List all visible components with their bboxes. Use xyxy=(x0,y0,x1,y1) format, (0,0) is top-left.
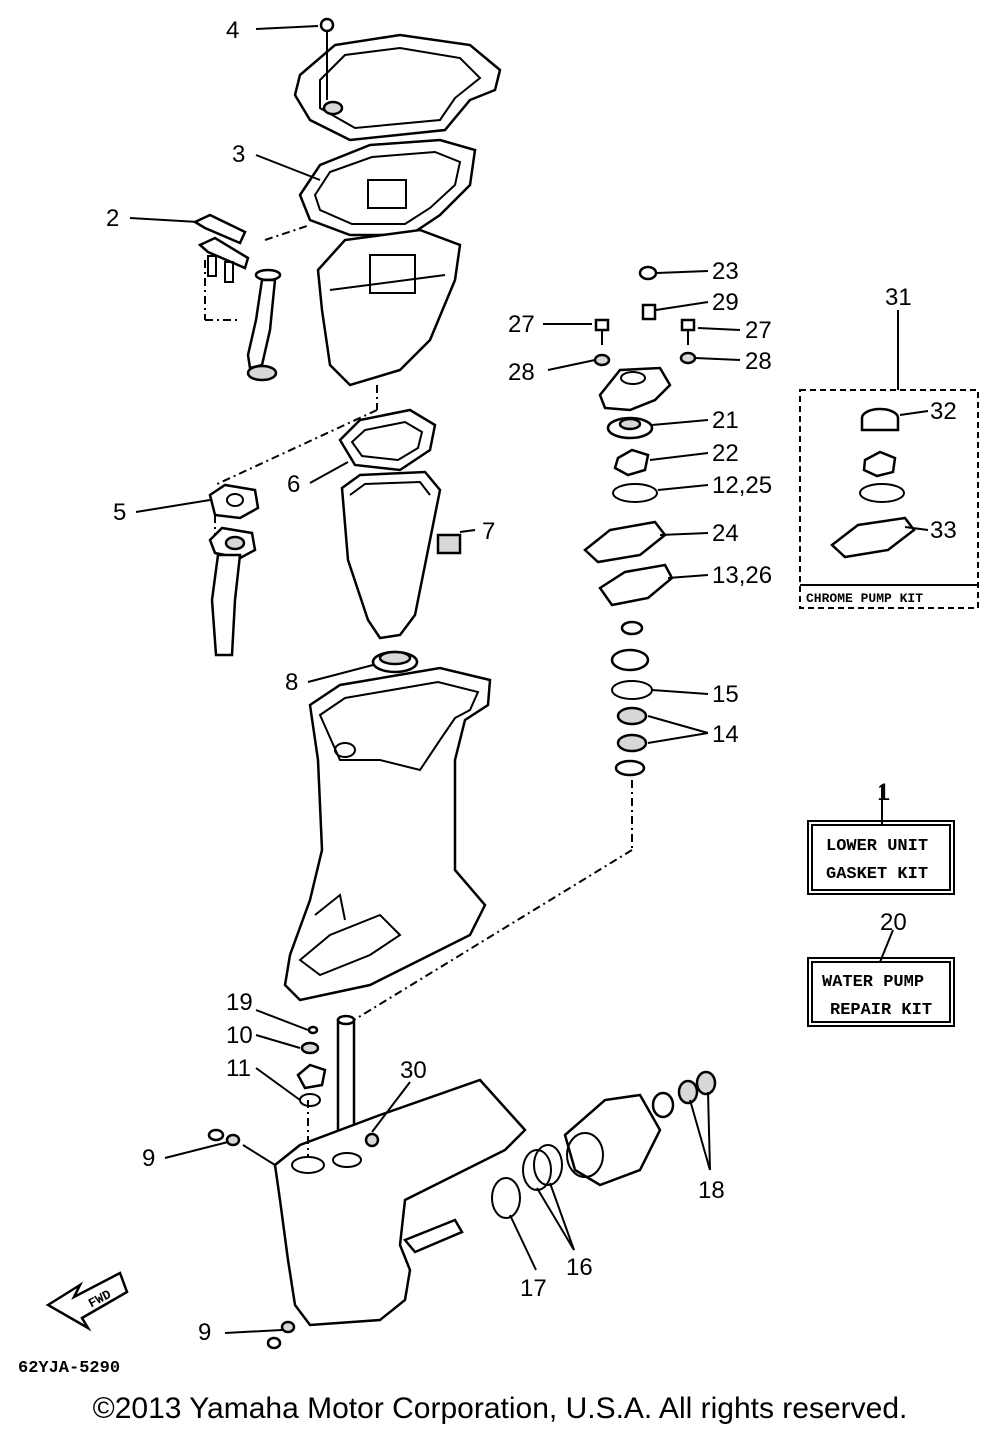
callout-22: 22 xyxy=(712,440,739,467)
callout-16: 16 xyxy=(566,1254,593,1281)
fwd-arrow: FWD xyxy=(45,1271,129,1332)
callout-33: 33 xyxy=(930,517,957,544)
lower-unit-kit-line2: GASKET KIT xyxy=(826,865,928,884)
water-pump-stack xyxy=(353,265,697,1021)
callout-9b: 9 xyxy=(198,1319,211,1346)
water-pump-kit-line2: REPAIR KIT xyxy=(830,1001,932,1020)
callout-11: 11 xyxy=(226,1055,251,1082)
callout-15: 15 xyxy=(712,681,739,708)
part-5-gasket xyxy=(208,483,260,657)
part-4-cover xyxy=(293,17,502,142)
callout-28b: 28 xyxy=(745,348,772,375)
small-parts xyxy=(207,1025,380,1350)
lower-unit-gasket-kit: LOWER UNIT GASKET KIT xyxy=(807,820,955,895)
water-pump-repair-kit: WATER PUMP REPAIR KIT xyxy=(807,957,955,1027)
callout-29: 29 xyxy=(712,289,739,316)
callout-4: 4 xyxy=(226,17,239,44)
lower-unit-kit-line1: LOWER UNIT xyxy=(826,837,928,856)
copyright-notice: ©2013 Yamaha Motor Corporation, U.S.A. A… xyxy=(92,1392,908,1425)
callout-18: 18 xyxy=(698,1177,725,1204)
callout-8: 8 xyxy=(285,669,298,696)
callout-10: 10 xyxy=(226,1022,253,1049)
upper-housing xyxy=(214,228,462,486)
callout-1: 1 xyxy=(877,779,890,806)
callout-3: 3 xyxy=(232,141,245,168)
chrome-pump-kit-label-group: CHROME PUMP KIT xyxy=(800,584,978,606)
callout-24: 24 xyxy=(712,520,739,547)
callout-labels: 4 3 2 5 6 7 8 9 9 19 10 11 30 27 28 23 2… xyxy=(106,17,957,1346)
callout-27b: 27 xyxy=(745,317,772,344)
drive-shaft-housing xyxy=(283,666,492,1002)
callout-28a: 28 xyxy=(508,359,535,386)
callout-13-26: 13,26 xyxy=(712,562,772,589)
callout-9a: 9 xyxy=(142,1145,155,1172)
chrome-pump-kit-label: CHROME PUMP KIT xyxy=(806,591,923,606)
callout-2: 2 xyxy=(106,205,119,232)
callout-30: 30 xyxy=(400,1057,427,1084)
callout-32: 32 xyxy=(930,398,957,425)
callout-6: 6 xyxy=(287,471,300,498)
callout-14: 14 xyxy=(712,721,739,748)
part-8-seal xyxy=(371,650,419,674)
callout-23: 23 xyxy=(712,258,739,285)
water-pump-kit-line1: WATER PUMP xyxy=(822,973,924,992)
callout-20: 20 xyxy=(880,909,907,936)
callout-12-25: 12,25 xyxy=(712,472,772,499)
callout-31: 31 xyxy=(885,284,912,311)
chrome-pump-kit-box xyxy=(799,310,979,609)
callout-17-visible: 17 xyxy=(520,1275,547,1302)
part-6-gasket xyxy=(338,408,437,472)
part-7-oilpan xyxy=(340,470,462,640)
propeller-shaft-parts xyxy=(491,1070,717,1219)
callout-7: 7 xyxy=(482,518,495,545)
water-tube-upper xyxy=(246,268,282,382)
part-3-gasket xyxy=(298,138,477,237)
callout-27a: 27 xyxy=(508,311,535,338)
callout-19: 19 xyxy=(226,989,253,1016)
callout-5: 5 xyxy=(113,499,126,526)
gear-case xyxy=(273,1078,527,1327)
callout-21: 21 xyxy=(712,407,739,434)
diagram-code: 62YJA-5290 xyxy=(18,1359,120,1378)
leader-lines xyxy=(129,25,929,1334)
part-2-gaskets xyxy=(192,213,311,321)
